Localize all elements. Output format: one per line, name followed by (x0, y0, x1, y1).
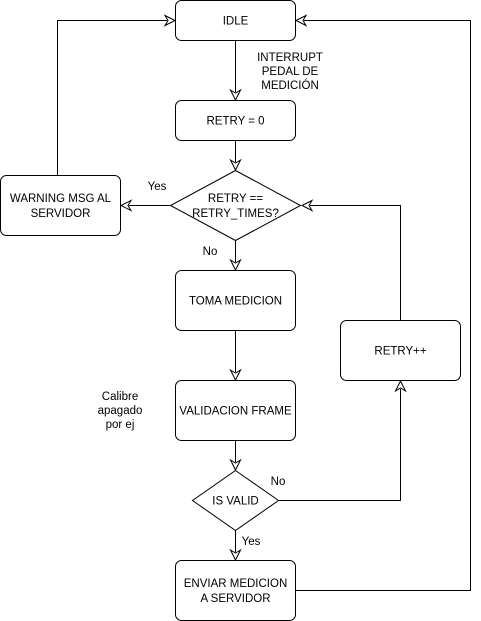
node-warning-line1: WARNING MSG AL (10, 193, 112, 205)
node-enviar-line2: A SERVIDOR (200, 593, 270, 605)
edge-is-valid-to-retry-inc (278, 379, 407, 501)
edge-label-valid-no: No (271, 476, 286, 488)
annotation-note: Calibre apagado por ej (98, 391, 143, 431)
node-toma: TOMA MEDICION (175, 270, 296, 331)
edge-label-interrupt-line2: PEDAL DE (262, 66, 319, 78)
edge-is-valid-to-enviar (229, 530, 242, 562)
edge-label-check-yes: Yes (148, 181, 167, 193)
edge-check-to-warning (119, 199, 171, 212)
node-retry-reset: RETRY = 0 (175, 100, 296, 141)
node-warning-line2: SERVIDOR (31, 208, 91, 220)
node-validacion-label: VALIDACION FRAME (179, 406, 292, 418)
node-retry-check: RETRY == RETRY_TIMES? (169, 169, 302, 242)
edge-retry-inc-to-check (300, 199, 401, 321)
edge-label-interrupt-line3: MEDICIÓN (261, 79, 319, 92)
node-idle: IDLE (175, 0, 296, 41)
node-is-valid: IS VALID (191, 469, 280, 532)
edge-enviar-to-idle (294, 14, 471, 591)
annotation-note-line1: Calibre (102, 391, 138, 403)
node-validacion: VALIDACION FRAME (175, 380, 296, 441)
edge-check-to-toma (229, 240, 242, 272)
node-retry-check-line1: RETRY == (208, 193, 263, 205)
node-retry-inc: RETRY++ (340, 320, 461, 381)
edge-warning-to-idle (57, 14, 177, 176)
node-retry-reset-label: RETRY = 0 (206, 116, 264, 128)
edge-retry-reset-to-check (229, 140, 242, 172)
node-is-valid-label: IS VALID (212, 496, 258, 508)
edge-label-interrupt-line1: INTERRUPT (257, 52, 323, 64)
annotation-note-line3: por ej (106, 419, 135, 431)
edge-label-interrupt: INTERRUPT PEDAL DE MEDICIÓN (257, 52, 323, 92)
edge-toma-to-validacion (229, 330, 242, 382)
edge-idle-to-retry-reset (229, 40, 242, 102)
edge-label-valid-yes: Yes (242, 536, 261, 548)
node-enviar-line1: ENVIAR MEDICION (184, 578, 288, 590)
annotation-note-line2: apagado (98, 405, 143, 417)
node-retry-inc-label: RETRY++ (374, 346, 426, 358)
edge-label-check-no: No (203, 246, 218, 258)
node-warning: WARNING MSG AL SERVIDOR (0, 175, 121, 236)
node-retry-check-line2: RETRY_TIMES? (192, 208, 279, 220)
node-toma-label: TOMA MEDICION (189, 296, 282, 308)
node-enviar: ENVIAR MEDICION A SERVIDOR (175, 560, 296, 621)
edge-validacion-to-is-valid (229, 440, 242, 472)
node-idle-label: IDLE (223, 16, 249, 28)
